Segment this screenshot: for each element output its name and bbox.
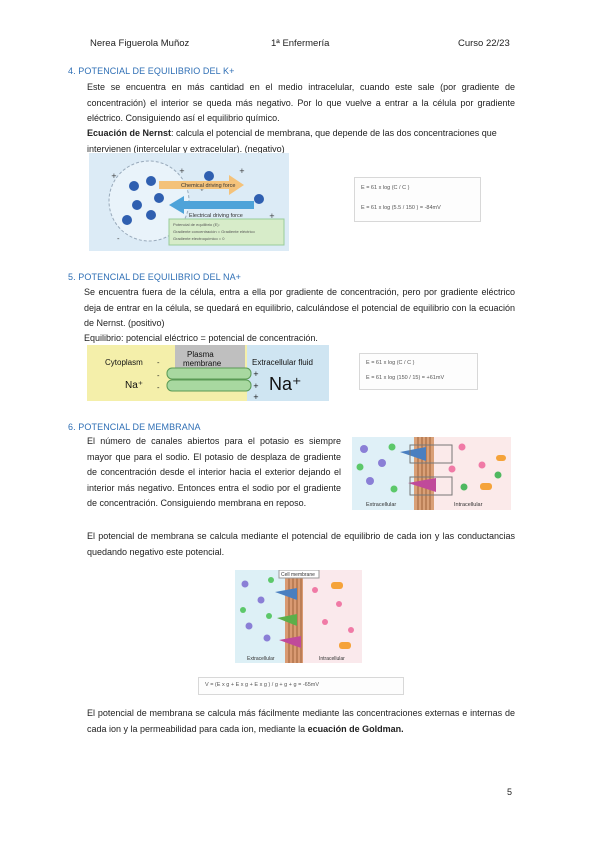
nernst-text: : calcula el potencial de membrana, que … xyxy=(87,128,497,154)
goldman-text: El potencial de membrana se calcula más … xyxy=(87,708,515,734)
extracellular-fluid-label: Extracellular fluid xyxy=(252,358,313,367)
nernst-label: Ecuación de Nernst xyxy=(87,128,172,138)
legend-line-1: Potencial de equilibrio (E): xyxy=(173,222,220,227)
goldman-label: ecuación de Goldman. xyxy=(307,723,404,734)
section-5-paragraph: Se encuentra fuera de la célula, entra a… xyxy=(84,287,515,328)
nernst-na-result: E = 61 x log (150 / 15) = +61mV xyxy=(366,375,445,381)
na-membrane-figure: Plasma membrane Cytoplasm Extracellular … xyxy=(87,345,329,401)
nernst-k-equation: E = 61 x log (C / C ) xyxy=(361,185,410,191)
svg-text:-: - xyxy=(117,235,120,243)
section-6-goldman: El potencial de membrana se calcula más … xyxy=(87,706,515,737)
nernst-k-equation-box: E = 61 x log (C / C ) E = 61 x log (5.5 … xyxy=(354,177,481,222)
plasma-label: Plasma xyxy=(187,350,214,359)
section-5-title: 5. POTENCIAL DE EQUILIBRIO DEL NA+ xyxy=(68,272,242,282)
fig2-intracellular-label: Intracellular xyxy=(319,656,345,662)
nernst-k-result: E = 61 x log (5.5 / 150 ) = -84mV xyxy=(361,205,441,211)
fig2-cell-membrane-label: Cell membrane xyxy=(281,572,315,578)
nernst-na-equation: E = 61 x log (C / C ) xyxy=(366,360,415,366)
na-inside-label: Na⁺ xyxy=(125,380,143,391)
svg-text:+: + xyxy=(179,167,185,175)
chemical-force-label: Chemical driving force xyxy=(181,183,235,189)
section-4-paragraph: Este se encuentra en más cantidad en el … xyxy=(87,82,515,123)
svg-text:+: + xyxy=(253,382,259,390)
na-outside-label: Na⁺ xyxy=(269,374,302,394)
legend-line-3: Gradiente electroquímico = 0 xyxy=(173,236,225,241)
electrical-force-label: Electrical driving force xyxy=(189,213,243,219)
fig1-intracellular-label: Intracellular xyxy=(454,502,483,508)
svg-text:-: - xyxy=(157,359,160,367)
nernst-na-equation-box: E = 61 x log (C / C ) E = 61 x log (150 … xyxy=(359,353,478,390)
legend-line-2: Gradiente concentración = Gradiente eléc… xyxy=(173,229,255,234)
membrane-label: membrane xyxy=(183,359,222,368)
header-author: Nerea Figuerola Muñoz xyxy=(90,38,190,49)
page-number: 5 xyxy=(507,787,513,797)
fig1-extracellular-label: Extracellular xyxy=(366,502,396,508)
section-4-nernst: Ecuación de Nernst: calcula el potencial… xyxy=(87,126,515,157)
svg-text:-: - xyxy=(157,372,160,380)
header-course: Curso 22/23 xyxy=(458,38,510,49)
section-4-title: 4. POTENCIAL DE EQUILIBRIO DEL K+ xyxy=(68,66,235,76)
membrane-channels-figure: Extracellular Intracellular xyxy=(352,437,511,510)
svg-text:+: + xyxy=(253,393,259,401)
svg-text:+: + xyxy=(269,212,275,220)
fig2-extracellular-label: Extracellular xyxy=(247,656,275,662)
section-6-paragraph-2: El potencial de membrana se calcula medi… xyxy=(87,531,515,557)
header-subject: 1ª Enfermería xyxy=(271,38,330,49)
svg-text:+: + xyxy=(111,172,117,180)
section-5-equilibrium: Equilibrio: potencial eléctrico = potenc… xyxy=(84,333,318,343)
k-equilibrium-figure: ++++ --++ Chemical driving force Electri… xyxy=(89,153,289,251)
section-6-paragraph: El número de canales abiertos para el po… xyxy=(87,436,341,508)
cytoplasm-label: Cytoplasm xyxy=(105,358,143,367)
membrane-potential-equation-box: V = (E x g + E x g + E x g ) / g + g + g… xyxy=(198,677,404,695)
membrane-potential-figure: Cell membrane Extracellular Intracellula… xyxy=(235,570,362,663)
svg-text:+: + xyxy=(253,370,259,378)
section-6-title: 6. POTENCIAL DE MEMBRANA xyxy=(68,422,201,432)
svg-text:-: - xyxy=(157,384,160,392)
membrane-potential-equation: V = (E x g + E x g + E x g ) / g + g + g… xyxy=(205,682,320,688)
svg-text:+: + xyxy=(239,167,245,175)
